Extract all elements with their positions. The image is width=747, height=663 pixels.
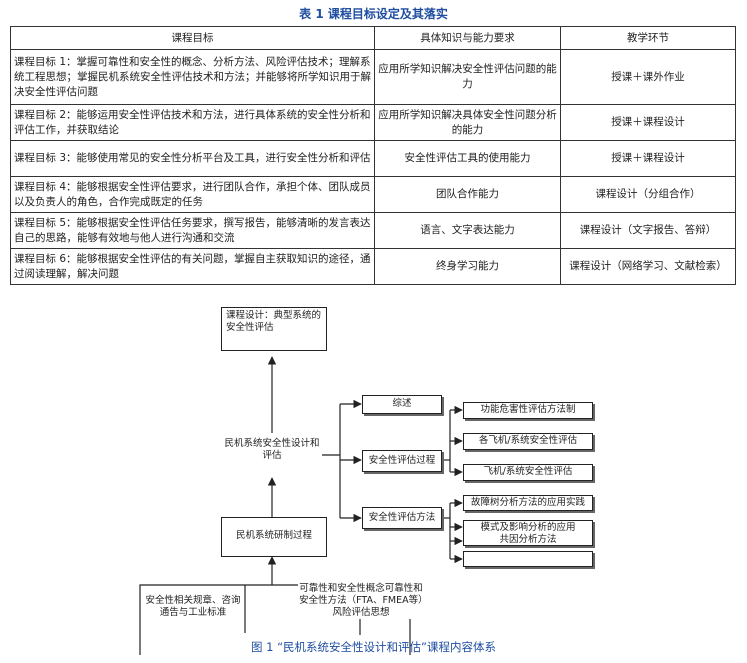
teaching-cell: 课程设计（网络学习、文献检索）: [560, 248, 736, 285]
method-item-box: 模式及影响分析的应用 共因分析方法: [463, 520, 593, 546]
teaching-cell: 授课＋课程设计: [560, 140, 736, 177]
branch-methods-box: 安全性评估方法: [362, 507, 442, 529]
teaching-cell: 授课＋课外作业: [560, 49, 736, 105]
process-item-label: 各飞机/系统安全性评估: [478, 435, 578, 446]
process-box-label: 民机系统研制过程: [235, 530, 312, 541]
requirement-cell: 团队合作能力: [374, 176, 561, 213]
method-item-box-empty: [463, 551, 593, 567]
requirement-cell: 应用所学知识解决具体安全性问题分析的能力: [374, 104, 561, 141]
branch-process-label: 安全性评估过程: [368, 455, 436, 466]
process-item-box: 功能危害性评估方法制: [463, 402, 593, 419]
process-item-box: 各飞机/系统安全性评估: [463, 433, 593, 450]
branch-process-box: 安全性评估过程: [362, 450, 442, 472]
method-item-label: 模式及影响分析的应用: [480, 522, 576, 533]
top-box-label: 课程设计：典型系统的安全性评估: [226, 310, 322, 333]
process-box: 民机系统研制过程: [221, 517, 327, 557]
goal-cell: 课程目标 6：能够根据安全性评估的有关问题，掌握自主获取知识的途径，通过阅读理解…: [10, 248, 375, 285]
base-bracket: [139, 584, 411, 655]
header-goal: 课程目标: [10, 26, 375, 50]
table-row: 课程目标 6：能够根据安全性评估的有关问题，掌握自主获取知识的途径，通过阅读理解…: [10, 248, 736, 285]
goal-cell: 课程目标 2：能够运用安全性评估技术和方法，进行具体系统的安全性分析和评估工作，…: [10, 104, 375, 141]
table-row: 课程目标 3：能够使用常见的安全性分析平台及工具，进行安全性分析和评估 安全性评…: [10, 140, 736, 177]
middle-label: 民机系统安全性设计和评估: [222, 438, 322, 462]
goal-cell: 课程目标 3：能够使用常见的安全性分析平台及工具，进行安全性分析和评估: [10, 140, 375, 177]
teaching-cell: 授课＋课程设计: [560, 104, 736, 141]
branch-overview-label: 综述: [392, 398, 412, 409]
requirement-cell: 终身学习能力: [374, 248, 561, 285]
goal-cell: 课程目标 5：能够根据安全性评估任务要求，撰写报告，能够清晰的发言表达自己的思路…: [10, 212, 375, 249]
process-item-box: 飞机/系统安全性评估: [463, 464, 593, 481]
requirement-cell: 应用所学知识解决安全性评估问题的能力: [374, 49, 561, 105]
table-title: 表 1 课程目标设定及其落实: [299, 7, 448, 21]
table-row: 课程目标 4：能够根据安全性评估要求，进行团队合作，承担个体、团队成员以及负责人…: [10, 176, 736, 213]
teaching-cell: 课程设计（文字报告、答辩）: [560, 212, 736, 249]
method-item-label: 故障树分析方法的应用实践: [470, 497, 585, 508]
branch-overview-box: 综述: [362, 395, 442, 414]
header-requirement: 具体知识与能力要求: [374, 26, 561, 50]
requirement-cell: 语言、文字表达能力: [374, 212, 561, 249]
table-row: 课程目标 2：能够运用安全性评估技术和方法，进行具体系统的安全性分析和评估工作，…: [10, 104, 736, 141]
figure-caption: 图 1 “民机系统安全性设计和评估”课程内容体系: [250, 640, 497, 654]
teaching-cell: 课程设计（分组合作）: [560, 176, 736, 213]
table-row: 课程目标 5：能够根据安全性评估任务要求，撰写报告，能够清晰的发言表达自己的思路…: [10, 212, 736, 249]
table-header-row: 课程目标 具体知识与能力要求 教学环节: [10, 26, 736, 50]
base-left-label: 安全性相关规章、咨询通告与工业标准: [145, 595, 241, 619]
process-item-label: 飞机/系统安全性评估: [483, 466, 573, 477]
goal-cell: 课程目标 1：掌握可靠性和安全性的概念、分析方法、风险评估技术；理解系统工程思想…: [10, 49, 375, 105]
method-item-box: 故障树分析方法的应用实践: [463, 495, 593, 511]
requirement-cell: 安全性评估工具的使用能力: [374, 140, 561, 177]
header-teaching: 教学环节: [560, 26, 736, 50]
branch-methods-label: 安全性评估方法: [368, 512, 436, 523]
course-content-diagram: 课程设计：典型系统的安全性评估 民机系统安全性设计和评估 民机系统研制过程 综述…: [0, 295, 747, 663]
top-box: 课程设计：典型系统的安全性评估: [221, 307, 327, 351]
table-row: 课程目标 1：掌握可靠性和安全性的概念、分析方法、风险评估技术；理解系统工程思想…: [10, 49, 736, 105]
process-item-label: 功能危害性评估方法制: [480, 404, 576, 415]
goal-cell: 课程目标 4：能够根据安全性评估要求，进行团队合作，承担个体、团队成员以及负责人…: [10, 176, 375, 213]
base-right-label: 可靠性和安全性概念可靠性和安全性方法（FTA、FMEA等）风险评估思想: [298, 583, 424, 619]
course-goals-table: 课程目标 具体知识与能力要求 教学环节 课程目标 1：掌握可靠性和安全性的概念、…: [10, 26, 736, 285]
method-item-label: 共因分析方法: [499, 534, 557, 545]
